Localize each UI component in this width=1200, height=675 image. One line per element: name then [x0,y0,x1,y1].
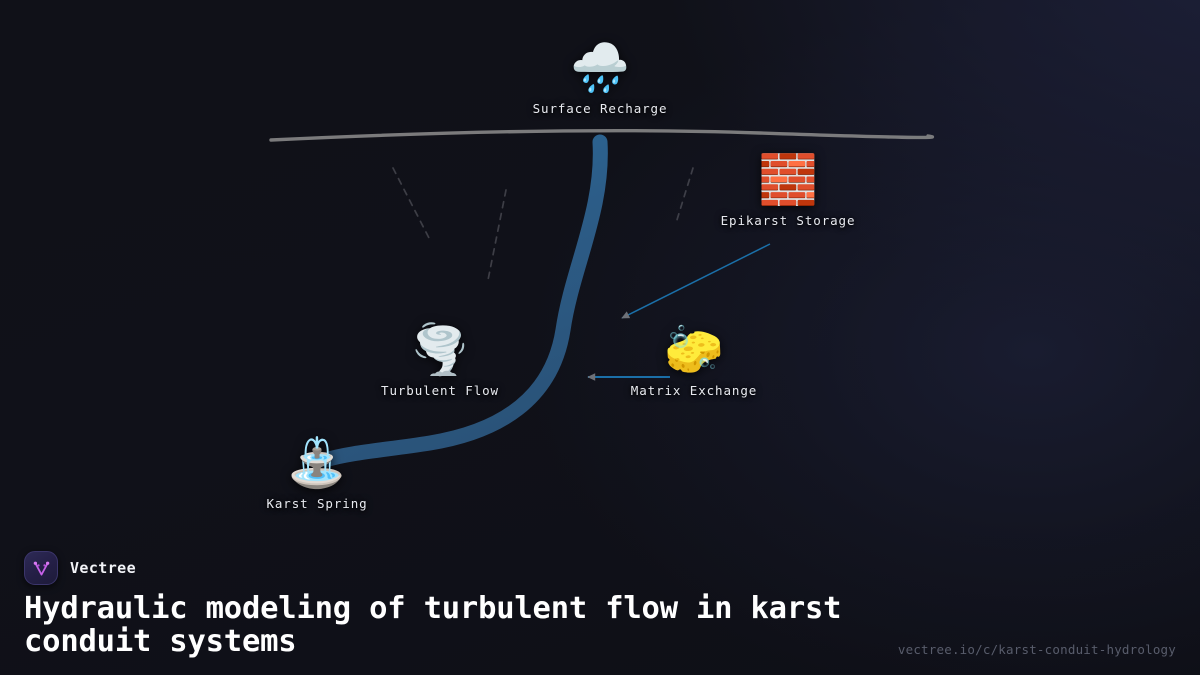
page-title: Hydraulic modeling of turbulent flow in … [24,591,842,659]
fracture-line-2 [487,189,507,281]
brand-name: Vectree [70,559,137,577]
page-url: vectree.io/c/karst-conduit-hydrology [897,642,1176,657]
ground-surface-line [269,128,935,142]
vectree-logo-icon [24,551,58,585]
karst-conduit-channel [317,134,608,468]
flow-epikarst-to-conduit [621,243,771,319]
brand-block[interactable]: Vectree [24,551,136,585]
footer-bar: Vectree Hydraulic modeling of turbulent … [0,545,1200,675]
fracture-line-3 [675,167,694,224]
fracture-line-1 [392,167,430,239]
fracture-lines-group [392,167,694,281]
